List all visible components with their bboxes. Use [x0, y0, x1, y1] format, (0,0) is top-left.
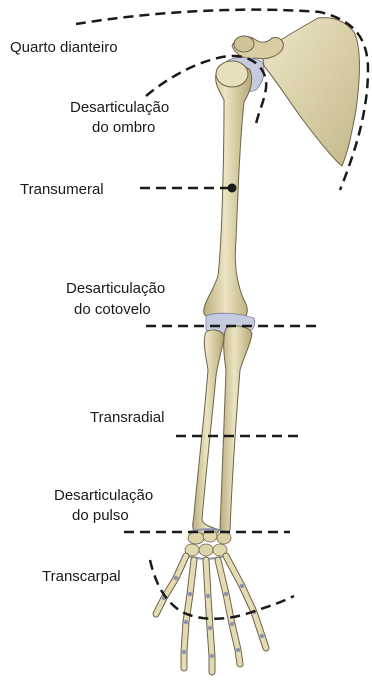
label-wrist-disarticulation-line2: do pulso	[72, 506, 129, 525]
label-transcarpal: Transcarpal	[42, 567, 121, 586]
label-transhumeral: Transumeral	[20, 180, 104, 199]
label-wrist-disarticulation-line1: Desarticulação	[54, 486, 153, 505]
label-transradial: Transradial	[90, 408, 164, 427]
label-elbow-disarticulation-line1: Desarticulação	[66, 279, 165, 298]
coracoid-process	[234, 36, 254, 52]
label-elbow-disarticulation-line2: do cotovelo	[74, 300, 151, 319]
label-shoulder-disarticulation-line1: Desarticulação	[70, 98, 169, 117]
transhumeral-marker	[228, 184, 237, 193]
humeral-head	[216, 61, 248, 87]
humerus	[204, 65, 252, 323]
label-shoulder-disarticulation-line2: do ombro	[92, 118, 155, 137]
ulna	[220, 326, 252, 533]
radius	[193, 330, 224, 536]
label-forequarter: Quarto dianteiro	[10, 38, 118, 57]
